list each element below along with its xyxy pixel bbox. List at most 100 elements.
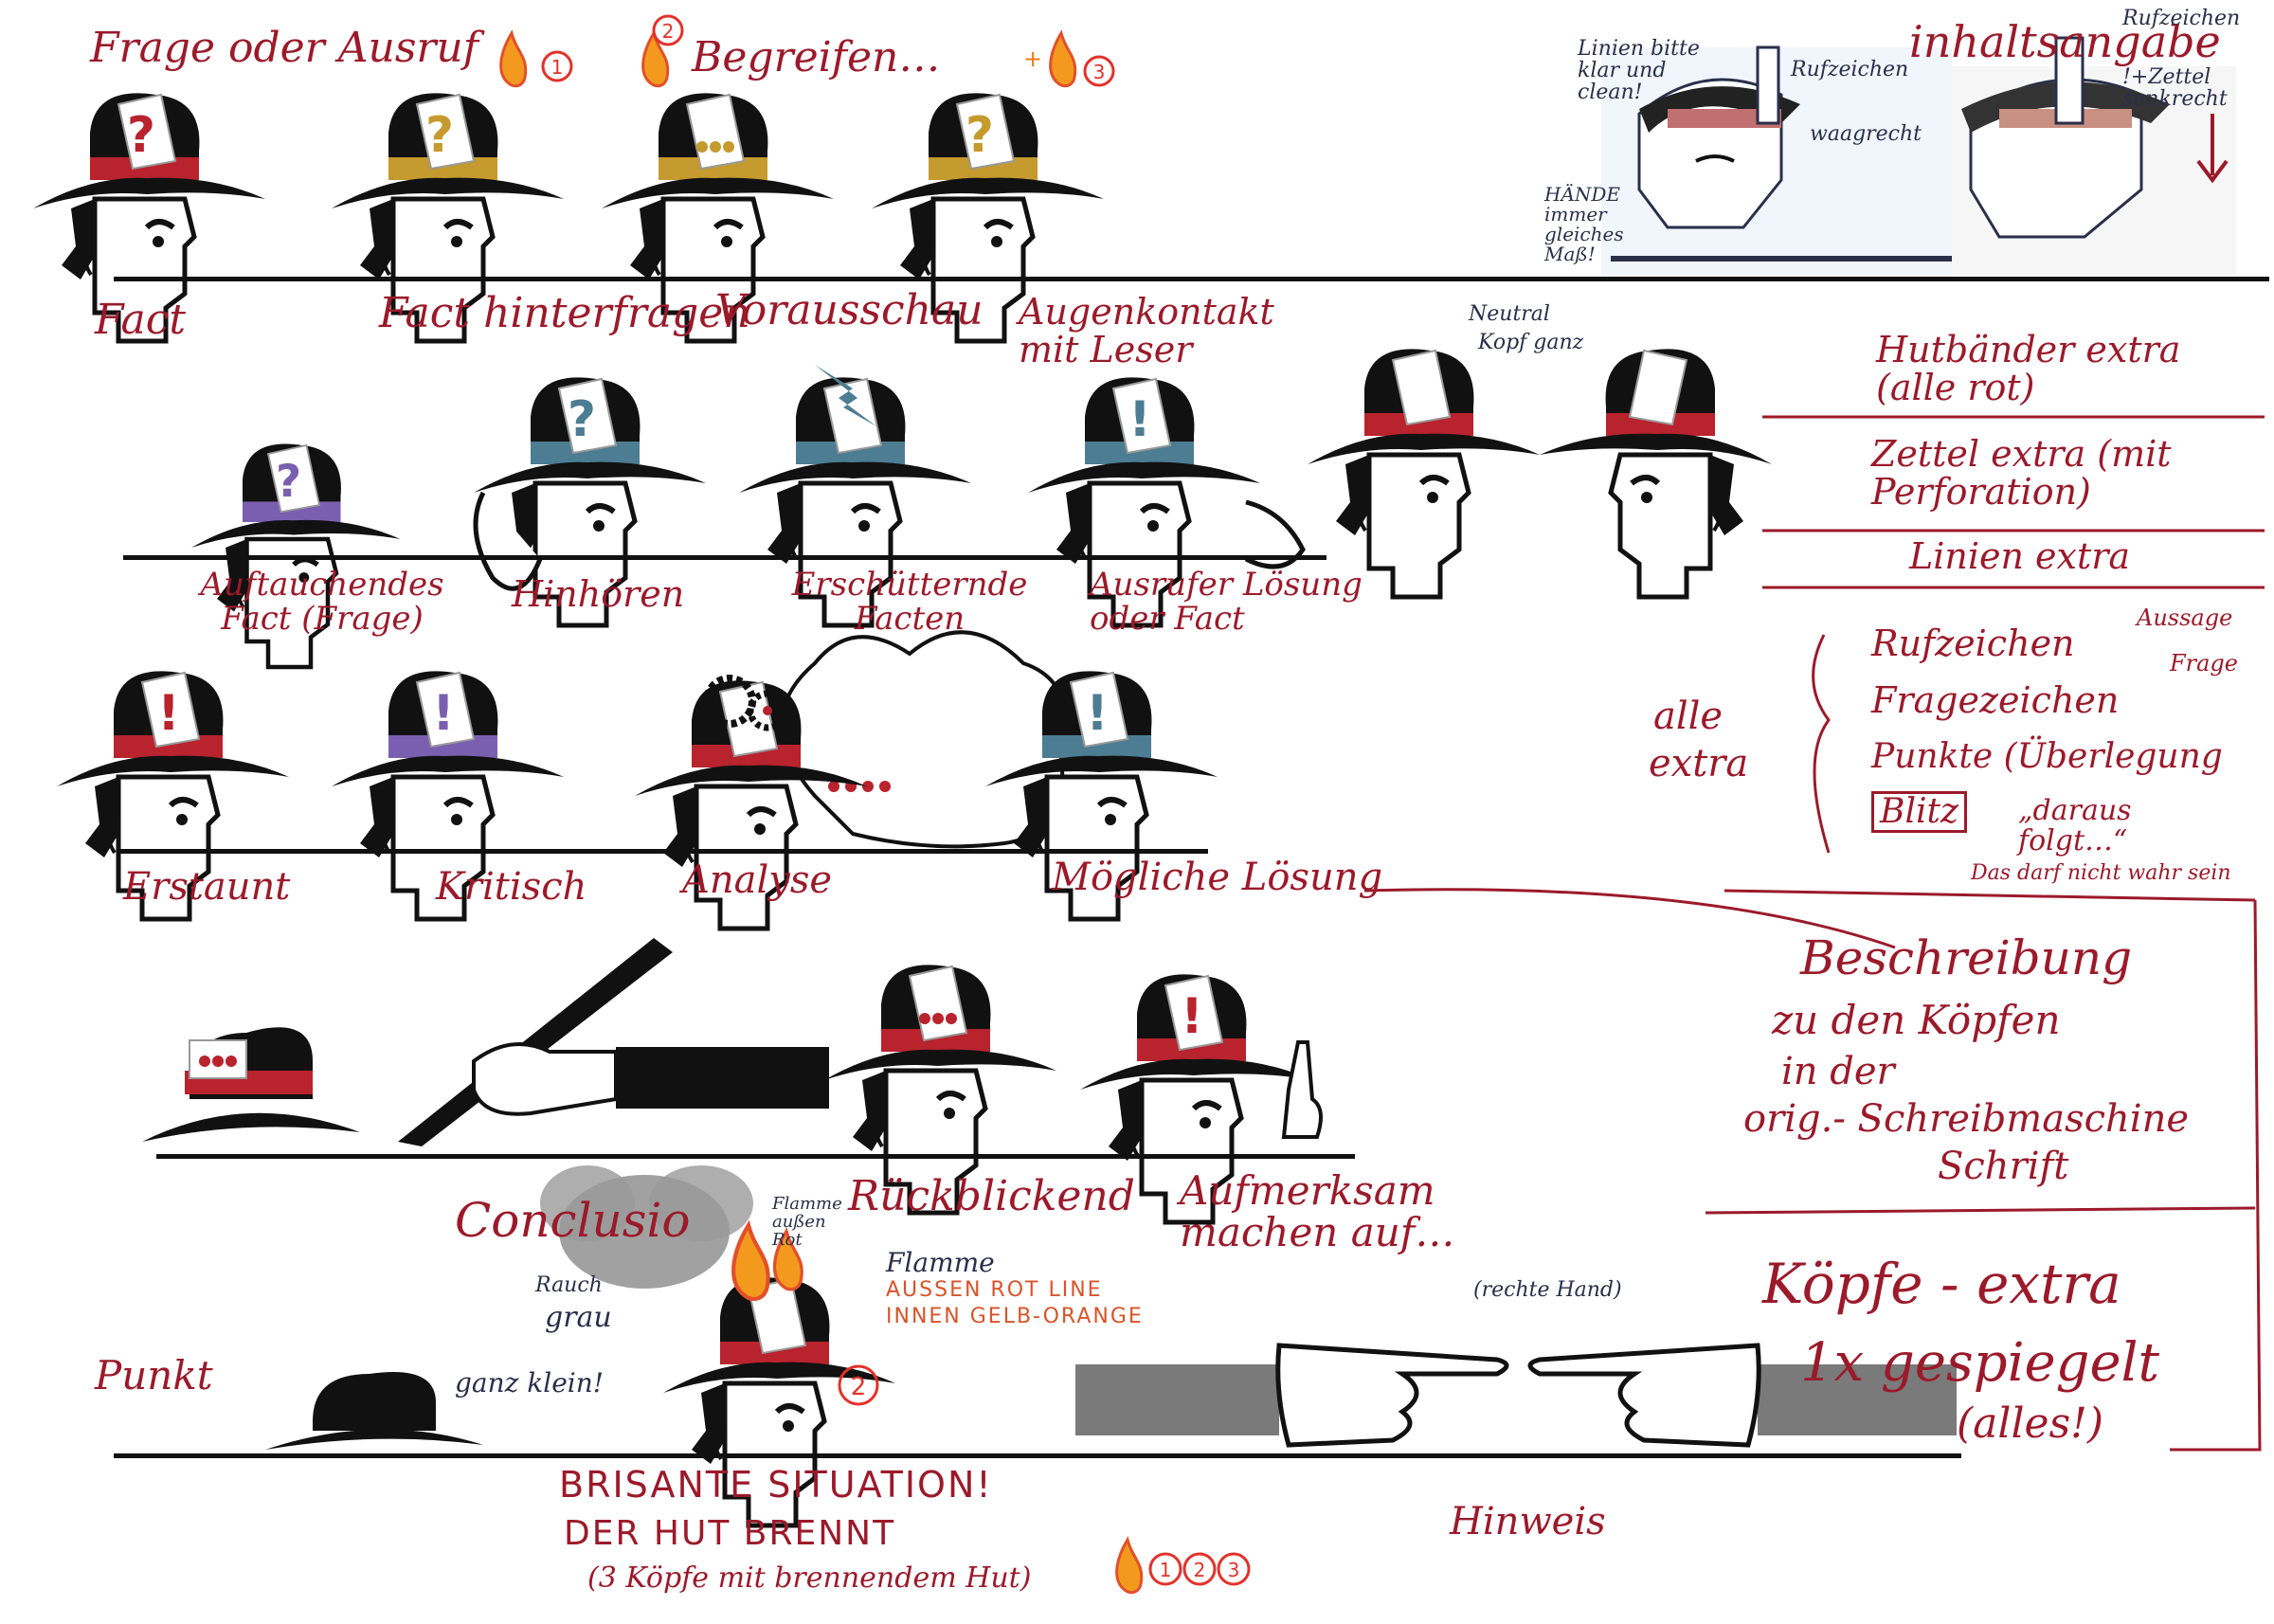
note-ganz-klein: ganz klein! xyxy=(455,1367,605,1398)
label-conclusio: Conclusio xyxy=(455,1193,691,1248)
label-alle: alle xyxy=(1653,695,1724,738)
flame-icon xyxy=(499,31,528,88)
flame-icon xyxy=(1049,31,1077,88)
note-frage: Frage xyxy=(2170,650,2238,677)
label-erstaunt: Erstaunt xyxy=(123,865,291,909)
label-alles: (alles!) xyxy=(1957,1399,2104,1448)
label-zu-den-koepfen: zu den Köpfen xyxy=(1772,997,2061,1043)
badge-circle xyxy=(1083,55,1115,87)
label-punkt: Punkt xyxy=(95,1352,213,1398)
badge-2: 2 xyxy=(851,1373,867,1401)
flame-icon xyxy=(1115,1538,1144,1595)
label-moegliche-loesung: Mögliche Lösung xyxy=(1052,856,1383,899)
note-rufzeichen-1: Rufzeichen xyxy=(1791,58,1909,81)
note-linien-clean: Linien bitte klar und clean! xyxy=(1578,37,1700,105)
head-analyse xyxy=(635,675,867,929)
smoke-cloud xyxy=(540,1165,753,1289)
row4-items xyxy=(142,938,1323,1222)
note-rufzeichen-2: Rufzeichen xyxy=(2122,7,2241,30)
row5-items: 2 xyxy=(265,1165,1957,1525)
analyse-cloud xyxy=(780,630,1068,849)
label-fragezeichen: Fragezeichen xyxy=(1871,679,2120,721)
row5-baseline xyxy=(114,1453,1961,1458)
label-aufmerksam: Aufmerksam machen auf… xyxy=(1180,1167,1455,1256)
badge-1: 1 xyxy=(1160,1559,1172,1581)
row2-heads xyxy=(191,349,1772,667)
label-analyse: Analyse xyxy=(682,858,833,902)
label-hinweis: Hinweis xyxy=(1450,1500,1606,1543)
label-ausrufer: Ausrufer Lösung oder Fact xyxy=(1090,566,1363,638)
label-fact-hinterfragen: Fact hinterfragen xyxy=(379,289,750,337)
label-3-koepfe: (3 Köpfe mit brennendem Hut) xyxy=(587,1561,1032,1595)
label-punkte: Punkte (Überlegung xyxy=(1871,737,2223,776)
badge-3: 3 xyxy=(1228,1559,1240,1581)
label-der-hut-brennt: DER HUT BRENNT xyxy=(564,1514,896,1553)
pen-hand xyxy=(398,938,829,1146)
label-erschuetternde-facten: Erschütternde Facten xyxy=(791,566,1028,638)
label-schrift: Schrift xyxy=(1938,1145,2069,1188)
note-haende: HÄNDE immer gleiches Maß! xyxy=(1544,183,1624,265)
label-kritisch: Kritisch xyxy=(436,865,587,909)
label-rufzeichen: Rufzeichen xyxy=(1871,623,2075,664)
label-augenkontakt: Augenkontakt mit Leser xyxy=(1019,291,1274,370)
note-waagrecht: waagrecht xyxy=(1810,122,1922,146)
bottom-badges: 1 2 3 xyxy=(1115,1538,1251,1595)
row3-heads xyxy=(57,630,1218,929)
badge-circle xyxy=(541,50,573,82)
head-erschuetternde-facten xyxy=(739,365,971,625)
label-hutbaender: Hutbänder extra (alle rot) xyxy=(1876,329,2181,408)
label-frage-oder-ausruf: Frage oder Ausruf xyxy=(90,24,479,72)
note-zettel-senkrecht: !+Zettel senkrecht xyxy=(2122,65,2228,112)
badge-circle xyxy=(652,14,684,46)
note-rechte-hand: (rechte Hand) xyxy=(1473,1278,1622,1302)
badge-2: 2 xyxy=(1194,1559,1206,1581)
label-rueckblickend: Rückblickend xyxy=(848,1172,1135,1220)
right-panel-rules xyxy=(1363,415,2265,1452)
row2-baseline xyxy=(123,555,1326,560)
label-schreibmaschine: orig.- Schreibmaschine xyxy=(1743,1097,2189,1141)
label-auftauchendes-fact: Auftauchendes Fact (Frage) xyxy=(200,566,444,638)
label-zettel: Zettel extra (mit Perforation) xyxy=(1871,433,2172,513)
row4-baseline xyxy=(156,1154,1355,1159)
row3-baseline xyxy=(118,849,1208,854)
row1-baseline-right xyxy=(1004,277,2269,281)
label-brisante-situation: BRISANTE SITUATION! xyxy=(559,1464,993,1506)
note-flamme: Flamme xyxy=(886,1247,995,1278)
badge-circle xyxy=(838,1364,879,1406)
note-grau: grau xyxy=(545,1301,612,1334)
head-aufmerksam xyxy=(1080,974,1323,1222)
label-begreifen: Begreifen… xyxy=(692,33,941,81)
hat-flat xyxy=(142,1027,360,1142)
label-inhaltsangabe: inhaltsangabe xyxy=(1909,16,2221,67)
note-das-darf-nicht: Das darf nicht wahr sein xyxy=(1971,861,2231,885)
head-neutral-2 xyxy=(1540,349,1772,597)
sketch-area xyxy=(1601,36,2236,275)
note-daraus-folgt: „daraus folgt…“ xyxy=(2018,794,2132,857)
label-linien-extra: Linien extra xyxy=(1909,535,2131,577)
badge-2: 2 xyxy=(662,20,675,43)
label-vorausschau: Vorausschau xyxy=(715,286,984,334)
head-ausrufer xyxy=(1028,377,1306,625)
note-neutral: Neutral xyxy=(1469,302,1550,326)
badge-3: 3 xyxy=(1093,61,1106,83)
row1-badges: 1 2 + 3 xyxy=(499,14,1115,88)
row1-baseline xyxy=(114,277,1213,281)
pointing-hands xyxy=(1075,1343,1957,1448)
note-rauch: Rauch xyxy=(535,1273,603,1297)
badge-plus: + xyxy=(1023,45,1042,72)
note-innen-gelb-orange: INNEN GELB-ORANGE xyxy=(886,1305,1144,1328)
label-fact: Fact xyxy=(95,296,187,344)
note-kopf-ganz: Kopf ganz xyxy=(1478,331,1584,354)
note-flamme-aussen-rot: Flamme außen Rot xyxy=(772,1194,842,1250)
head-neutral-1 xyxy=(1308,349,1540,597)
label-koepfe-extra: Köpfe - extra xyxy=(1762,1252,2121,1316)
hat-small-sketch xyxy=(265,1372,483,1450)
label-blitz: Blitz xyxy=(1871,791,1967,833)
note-aussage: Aussage xyxy=(2137,604,2233,631)
note-aussen-rot-line: AUSSEN ROT LINE xyxy=(886,1278,1103,1302)
label-hinhoeren: Hinhören xyxy=(512,573,685,615)
head-hinhoeren xyxy=(474,377,706,625)
badge-1: 1 xyxy=(551,56,564,79)
label-beschreibung: Beschreibung xyxy=(1800,930,2133,985)
